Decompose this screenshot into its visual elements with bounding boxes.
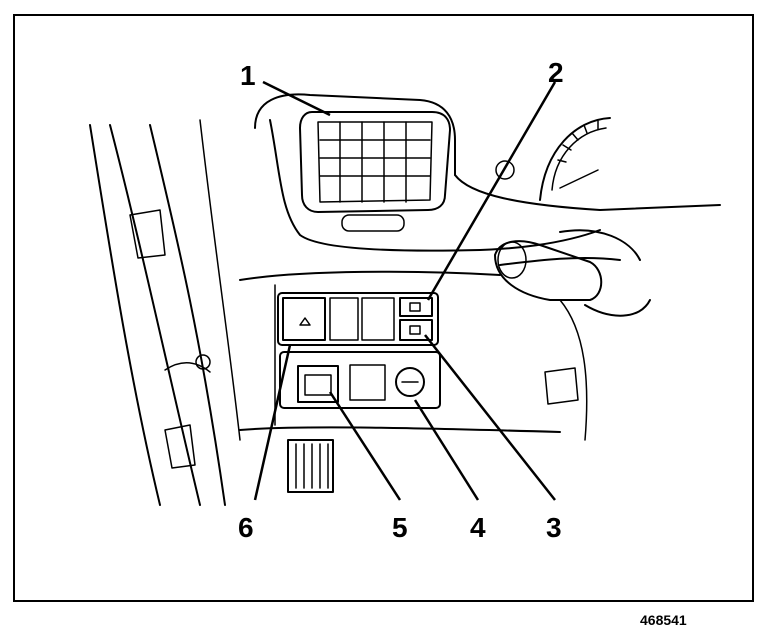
lower-blank [349,364,386,401]
leader-1 [262,80,331,117]
instrument-cluster [495,117,611,201]
lower-control-bank [279,351,441,409]
leader-4 [413,399,480,501]
callout-6: 6 [238,512,254,543]
switch-bank-housing [277,292,439,346]
shift-lever-knob [494,229,651,317]
vent-adjuster [341,214,405,232]
dashboard-outline [239,93,721,441]
outlet [297,365,339,403]
cluster-tick-marks [557,120,599,163]
switch-left [282,297,326,341]
switch-blank-2 [361,297,395,341]
pedal-pad [287,439,334,493]
door-pillar [89,119,241,506]
leader-3 [424,334,556,501]
switch-upper-right [399,297,433,317]
rotary-knob [395,367,425,397]
callout-5: 5 [392,512,408,543]
lower-bank-housing [279,351,441,409]
leader-6 [253,344,292,501]
upper-switch-bank [277,292,439,346]
diagram-frame [13,14,754,602]
air-vent [299,111,451,232]
leader-lines [253,80,557,501]
switch-lower-right [399,319,433,341]
figure-id: 468541 [640,612,687,628]
callout-4: 4 [470,512,486,543]
switch-blank-1 [329,297,359,341]
pedal [287,439,334,493]
callout-3: 3 [546,512,562,543]
callout-2: 2 [548,57,564,88]
callout-1: 1 [240,60,256,91]
vent-louvers [319,121,431,203]
leader-2 [426,81,557,301]
leader-5 [328,391,402,501]
